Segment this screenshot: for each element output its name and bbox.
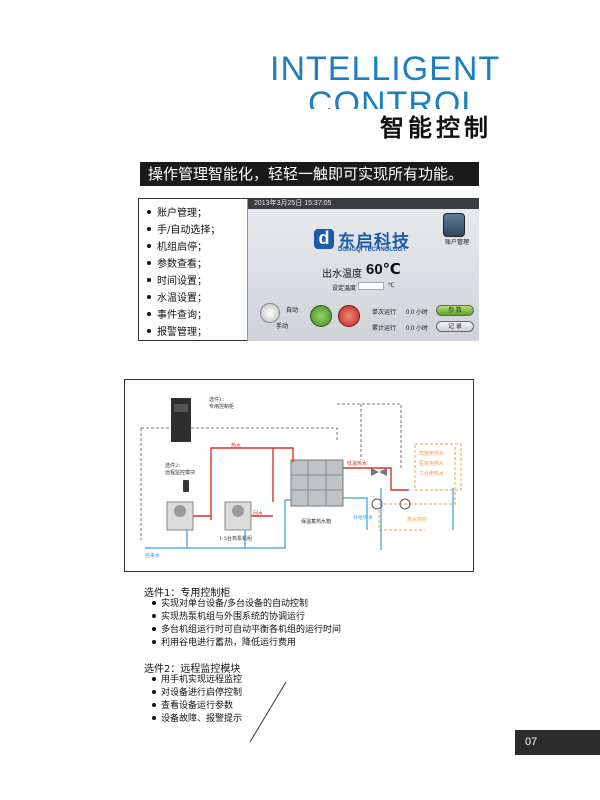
list-item: 设备故障、报警提示 — [152, 713, 242, 726]
mode-switch-knob[interactable] — [260, 303, 280, 323]
bullet-icon — [147, 227, 151, 231]
list-item: 实现对单台设备/多台设备的自动控制 — [152, 598, 341, 611]
feature-item: 手/自动选择； — [145, 222, 245, 239]
bullet-icon — [152, 702, 156, 707]
company-name-en: DONGQI TECHNOLOGY — [338, 247, 407, 253]
bullet-icon — [152, 600, 156, 605]
feature-item: 报警管理； — [145, 324, 245, 341]
system-diagram: 选件1： 专用控制柜 选件2： 远程监控模块 热水 回水 保温蓄热水箱 1-5台… — [124, 379, 474, 572]
single-run-label: 单次运行 — [372, 309, 397, 316]
option2-title: 选件2：远程监控模块 — [144, 664, 241, 675]
diagram-user-1: 宾馆用热水 — [419, 451, 445, 457]
mode-auto-label: 自动 — [286, 308, 299, 314]
bullet-icon — [147, 261, 151, 265]
outlet-temp-label: 出水温度 — [322, 269, 362, 280]
diagram-hot-water-label: 热水 — [231, 443, 242, 449]
diagram-drawing — [140, 398, 462, 550]
option2-list: 用手机实现远程监控 对设备进行启停控制 查看设备运行参数 设备故障、报警提示 — [152, 674, 242, 726]
page-number: 07 — [515, 730, 600, 755]
set-temp-unit: ℃ — [388, 283, 395, 289]
records-button[interactable]: 记 录 — [436, 321, 474, 332]
bullet-icon — [147, 210, 151, 214]
stop-button[interactable] — [338, 305, 360, 327]
option1-title: 选件1：专用控制柜 — [144, 588, 231, 599]
feature-item: 机组启停； — [145, 239, 245, 256]
brand-title-line-2: CONTROL — [308, 87, 482, 109]
single-run-value: 0.0 小时 — [406, 310, 429, 316]
decorative-line — [249, 681, 287, 743]
diagram-return-label: 回水 — [253, 511, 264, 517]
diagram-heatpump-label: 1-5台热泵机组 — [219, 536, 253, 542]
bullet-icon — [152, 676, 156, 681]
option1-list: 实现对单台设备/多台设备的自动控制 实现热泵机组与外围系统的协调运行 多台机组运… — [152, 598, 341, 650]
set-temp-label: 设定温度 — [332, 285, 357, 292]
diagram-option1-label: 选件1： 专用控制柜 — [209, 397, 235, 410]
bullet-icon — [147, 295, 151, 299]
list-item: 查看设备运行参数 — [152, 700, 242, 713]
brand-title-cn: 智能控制 — [380, 114, 492, 142]
bullet-icon — [152, 613, 156, 618]
feature-item: 账户管理； — [145, 205, 245, 222]
diagram-tap-water-label: 自来水 — [145, 553, 161, 559]
bullet-icon — [152, 626, 156, 631]
feature-item: 水温设置； — [145, 290, 245, 307]
mode-manual-label: 手动 — [276, 324, 289, 330]
total-run-value: 0.0 小时 — [406, 326, 429, 332]
diagram-supply-label: 热水供应 — [407, 517, 428, 523]
diagram-user-3: 工业用热水 — [419, 471, 445, 477]
bullet-icon — [147, 312, 151, 316]
company-logo-icon: d — [314, 229, 334, 249]
set-temp-input[interactable] — [358, 282, 384, 290]
bullet-icon — [152, 639, 156, 644]
bullet-icon — [152, 689, 156, 694]
feature-item: 事件查询； — [145, 307, 245, 324]
diagram-cold-water-label: 低温热水 — [347, 461, 368, 467]
start-button[interactable] — [310, 305, 332, 327]
feature-item: 时间设置； — [145, 273, 245, 290]
account-icon[interactable] — [443, 213, 465, 237]
feature-item: 参数查看； — [145, 256, 245, 273]
diagram-tank-label: 保温蓄热水箱 — [301, 519, 332, 525]
outlet-temp-value: 60℃ — [366, 261, 401, 278]
feature-list: 账户管理； 手/自动选择； 机组启停； 参数查看； 时间设置； 水温设置； 事件… — [145, 205, 245, 341]
feature-panel: 账户管理； 手/自动选择； 机组启停； 参数查看； 时间设置； 水温设置； 事件… — [138, 198, 479, 341]
bullet-icon — [147, 278, 151, 282]
total-run-label: 累计运行 — [372, 325, 397, 332]
list-item: 多台机组运行时可自动平衡各机组的运行时间 — [152, 624, 341, 637]
list-item: 利用谷电进行蓄热，降低运行费用 — [152, 637, 341, 650]
bullet-icon — [147, 244, 151, 248]
brand-title-line-1: INTELLIGENT — [270, 50, 501, 88]
list-item: 对设备进行启停控制 — [152, 687, 242, 700]
diagram-makeup-label: 补给供水 — [353, 515, 374, 521]
section-title-bar: 操作管理智能化，轻轻一触即可实现所有功能。 — [140, 162, 479, 186]
control-screen: 2013年3月25日 15:37:05 d 东启科技 DONGQI TECHNO… — [247, 199, 479, 341]
screen-datetime: 2013年3月25日 15:37:05 — [248, 199, 479, 209]
bullet-icon — [152, 715, 156, 720]
bullet-icon — [147, 329, 151, 333]
company-name: 东启科技 — [338, 232, 410, 252]
diagram-option2-label: 选件2： 远程监控模块 — [165, 463, 196, 476]
list-item: 实现热泵机组与外围系统的协调运行 — [152, 611, 341, 624]
list-item: 用手机实现远程监控 — [152, 674, 242, 687]
account-icon-label: 账户管理 — [444, 240, 469, 246]
params-button[interactable]: 参 数 — [436, 305, 474, 316]
diagram-user-2: 医院用热水 — [419, 461, 445, 467]
